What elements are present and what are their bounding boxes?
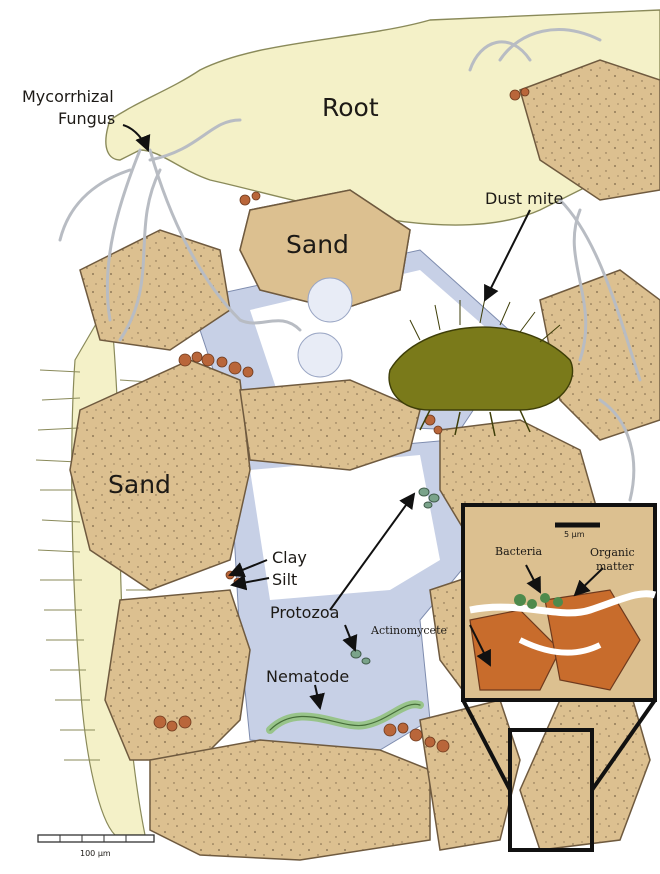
label-actinomycete: Actinomycete	[370, 624, 447, 637]
label-organic-line1: Organic	[590, 546, 635, 559]
label-mycorrhizal-line2: Fungus	[58, 109, 115, 128]
label-protozoa: Protozoa	[270, 603, 339, 622]
label-organic-line2: matter	[596, 560, 634, 573]
label-main-scale: 100 µm	[80, 849, 111, 858]
label-clay: Clay	[272, 548, 307, 567]
label-bacteria: Bacteria	[495, 545, 543, 558]
label-nematode: Nematode	[266, 667, 349, 686]
label-mycorrhizal-line1: Mycorrhizal	[22, 87, 114, 106]
main-scale-bar	[38, 835, 154, 842]
label-silt: Silt	[272, 570, 297, 589]
label-root: Root	[322, 93, 379, 122]
label-dust-mite: Dust mite	[485, 189, 563, 208]
label-sand-left: Sand	[108, 470, 171, 499]
label-sand-upper: Sand	[286, 230, 349, 259]
label-inset-scale: 5 µm	[564, 530, 585, 539]
